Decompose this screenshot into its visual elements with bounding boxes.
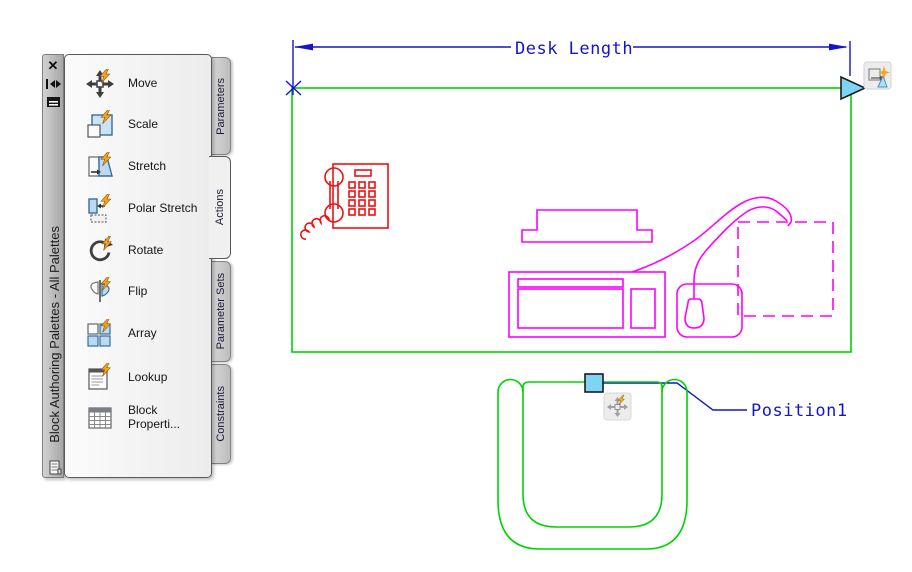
palette-item-label: Array	[128, 326, 157, 341]
phone-keypad	[348, 181, 376, 216]
dimension-arrow-left	[294, 43, 313, 51]
palette-item-lookup[interactable]: Lookup	[65, 361, 211, 395]
block-properties-icon	[88, 407, 112, 429]
telephone-drawing[interactable]	[300, 163, 389, 240]
dimension-label[interactable]: Desk Length	[515, 39, 633, 59]
stretch-grip-triangle[interactable]	[840, 75, 867, 101]
lookup-action-icon	[88, 363, 111, 390]
chair-drawing[interactable]	[497, 378, 688, 550]
array-action-icon	[87, 319, 111, 347]
computer-equipment-drawing[interactable]	[508, 196, 834, 338]
desk-outline[interactable]	[291, 87, 852, 353]
position-leader-line	[603, 382, 747, 411]
position-parameter-annotation[interactable]: Position1	[603, 382, 848, 421]
palette-item-label: Polar Stretch	[128, 201, 198, 216]
chair-outer-outline	[497, 378, 688, 550]
palette-body: Move Scale Stretch	[64, 54, 212, 478]
stretch-action-icon	[88, 152, 113, 177]
rotate-action-icon	[89, 236, 113, 262]
chair-seat-outline	[522, 381, 663, 528]
palette-item-label: Block Properti...	[128, 403, 181, 431]
desk-length-dimension[interactable]: Desk Length	[285, 39, 851, 96]
move-action-icon	[86, 69, 114, 98]
palette-item-polar-stretch[interactable]: Polar Stretch	[65, 192, 211, 226]
palette-item-rotate[interactable]: Rotate	[65, 234, 211, 268]
keyboard-main-keys	[517, 288, 624, 329]
close-icon[interactable]: ✕	[47, 58, 59, 73]
auto-hide-icon[interactable]	[45, 77, 61, 91]
palette-item-label: Rotate	[128, 243, 164, 258]
dimension-arrow-right	[829, 43, 848, 51]
stretch-action-badge	[863, 61, 892, 90]
phone-handset-ear	[324, 167, 344, 187]
palette-properties-icon[interactable]	[47, 460, 63, 474]
scale-action-icon	[87, 110, 113, 138]
keyboard-numpad	[630, 288, 656, 329]
phone-speaker-slot	[354, 169, 372, 177]
palette-item-stretch[interactable]: Stretch	[65, 150, 211, 184]
flip-action-icon	[90, 277, 111, 302]
palette-item-flip[interactable]: Flip	[65, 275, 211, 309]
mouse-cable	[693, 206, 788, 299]
mouse	[684, 298, 705, 329]
keyboard-outline	[508, 271, 666, 338]
phone-handset-bar	[329, 181, 339, 209]
monitor-top-view	[521, 209, 653, 243]
tab-actions[interactable]: Actions	[209, 156, 231, 259]
palette-item-scale[interactable]: Scale	[65, 108, 211, 142]
palette-item-label: Scale	[128, 117, 159, 132]
stretch-frame-dashed-rect	[737, 221, 834, 317]
palette-item-label: Flip	[128, 284, 148, 299]
palette-item-move[interactable]: Move	[65, 67, 211, 101]
base-point-x-marker	[285, 80, 302, 96]
polar-stretch-action-icon	[88, 194, 112, 223]
palette-item-label: Stretch	[128, 159, 167, 174]
tab-constraints[interactable]: Constraints	[211, 364, 231, 464]
palette-item-block-properties[interactable]: Block Properti...	[65, 399, 211, 437]
position-grip-square[interactable]	[584, 373, 604, 393]
tab-parameter-sets[interactable]: Parameter Sets	[211, 261, 231, 362]
mouse-pad	[676, 283, 743, 338]
palette-item-label: Lookup	[128, 370, 168, 385]
position-label[interactable]: Position1	[751, 401, 848, 421]
phone-handset-mouth	[324, 203, 344, 223]
move-action-badge	[603, 392, 632, 421]
keyboard-cable	[631, 196, 793, 273]
properties-menu-icon[interactable]	[45, 95, 61, 109]
palette-item-array[interactable]: Array	[65, 317, 211, 351]
palette-item-label: Move	[128, 76, 158, 91]
palette-titlebar: ✕ Block Authoring Palettes - All Palette…	[42, 54, 64, 478]
keyboard-function-row	[517, 278, 624, 288]
phone-cord-coil	[300, 214, 330, 240]
tab-parameters[interactable]: Parameters	[211, 57, 231, 155]
phone-body	[332, 163, 389, 229]
